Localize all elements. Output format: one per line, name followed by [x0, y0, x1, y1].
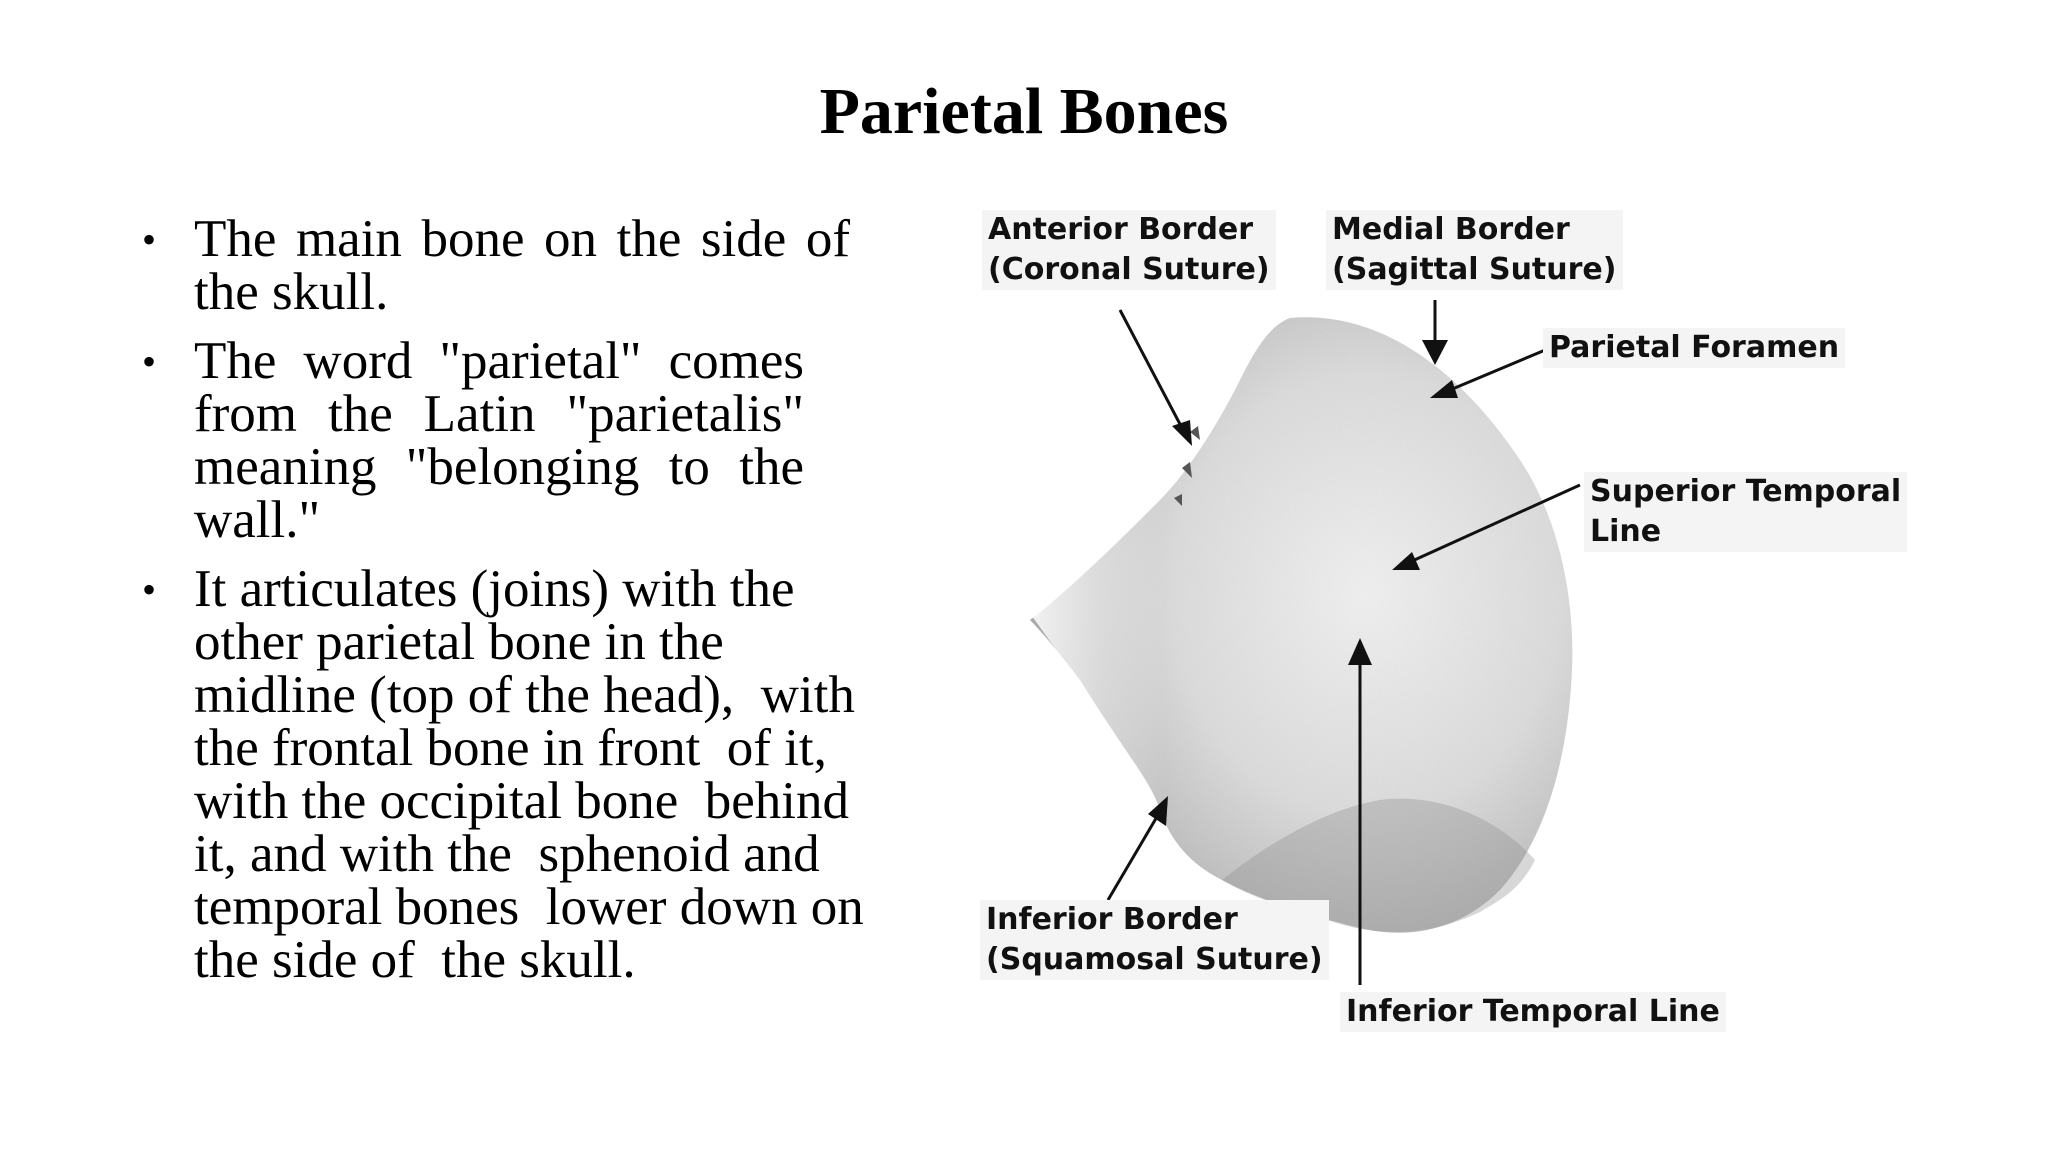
- bullet-text-line: It articulates (joins) with the: [194, 560, 795, 618]
- bullet-text-line: The word "parietal" comes: [194, 332, 804, 390]
- bullet-icon: •: [142, 339, 157, 384]
- label-inferior-border: Inferior Border (Squamosal Suture): [980, 900, 1329, 980]
- bullet-text-line: meaning "belonging to the: [194, 438, 804, 496]
- bullet-text-line: other parietal bone in the: [194, 613, 724, 671]
- label-inferior-temporal-line: Inferior Temporal Line: [1340, 992, 1726, 1032]
- bullet-text-line: wall.": [194, 491, 321, 549]
- label-parietal-foramen: Parietal Foramen: [1543, 328, 1846, 368]
- bullet-item: • It articulates (joins) with the other …: [130, 563, 906, 987]
- bullet-text-line: the skull.: [194, 263, 389, 321]
- slide-title: Parietal Bones: [819, 75, 1229, 148]
- bullet-text-line: The main bone on the side of: [194, 210, 850, 268]
- bullet-text-line: midline (top of the head), with: [194, 666, 855, 724]
- bullet-list: • The main bone on the side of the skull…: [130, 213, 906, 1003]
- bullet-text-line: the frontal bone in front of it,: [194, 719, 827, 777]
- label-anterior-border: Anterior Border (Coronal Suture): [982, 210, 1276, 290]
- bullet-text-line: it, and with the sphenoid and: [194, 825, 820, 883]
- bullet-text-line: from the Latin "parietalis": [194, 385, 804, 443]
- label-superior-temporal-line: Superior Temporal Line: [1584, 472, 1908, 552]
- bullet-text-line: with the occipital bone behind: [194, 772, 849, 830]
- bullet-item: • The word "parietal" comes from the Lat…: [130, 335, 906, 547]
- label-medial-border: Medial Border (Sagittal Suture): [1326, 210, 1623, 290]
- bullet-text-line: temporal bones lower down on: [194, 878, 864, 936]
- bullet-text-line: the side of the skull.: [194, 931, 636, 989]
- leader-arrows: [1106, 300, 1581, 985]
- parietal-bone-illustration: [1020, 300, 1581, 985]
- parietal-bone-diagram: Anterior Border (Coronal Suture) Medial …: [960, 200, 1920, 1060]
- bullet-icon: •: [142, 567, 157, 612]
- bullet-item: • The main bone on the side of the skull…: [130, 213, 906, 319]
- bullet-icon: •: [142, 217, 157, 262]
